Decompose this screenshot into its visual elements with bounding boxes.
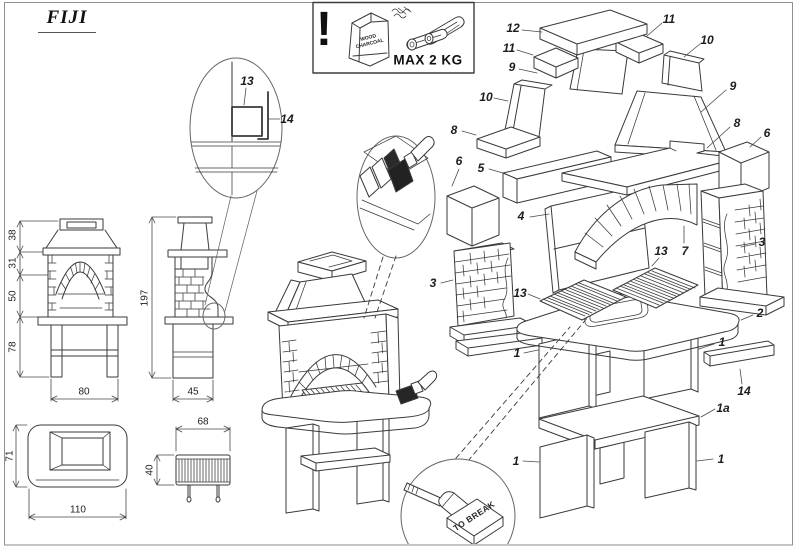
detail-label-14: 14: [280, 112, 294, 126]
glue-detail-callout: [356, 135, 436, 319]
exploded-part-6-left: [446, 185, 500, 247]
side-view-dimensions: [148, 216, 214, 403]
joint-detail-callout: [189, 57, 283, 312]
part-label-13: 13: [654, 244, 668, 258]
part-leader-lines: [440, 22, 762, 463]
break-detail-callout: [400, 316, 589, 544]
part-label-5: 5: [477, 161, 485, 175]
dimension-label-110: 110: [70, 504, 86, 516]
dimension-label-38: 38: [7, 229, 19, 241]
dimension-label-71: 71: [4, 450, 16, 462]
part-label-9: 9: [729, 79, 737, 93]
part-label-11: 11: [662, 12, 676, 26]
exploded-part-14: [703, 340, 775, 367]
part-label-1a: 1a: [716, 401, 730, 415]
top-view: [12, 424, 128, 521]
part-label-12: 12: [506, 21, 520, 35]
exploded-part-9-back: [569, 48, 629, 95]
warning-box: [312, 1, 475, 74]
grate-dimensions: [153, 425, 231, 486]
exploded-part-11-left: [533, 47, 579, 79]
part-label-3: 3: [429, 276, 437, 290]
part-label-1: 1: [512, 454, 520, 468]
part-label-4: 4: [517, 209, 525, 223]
brush-on-table-icon: [395, 370, 438, 405]
exploded-view: [440, 9, 785, 519]
dimension-label-45: 45: [187, 386, 199, 398]
part-label-8: 8: [733, 116, 741, 130]
part-label-2: 2: [756, 306, 764, 320]
part-label-1: 1: [717, 452, 725, 466]
detail-label-13: 13: [240, 74, 254, 88]
charcoal-bag-icon: [348, 6, 412, 67]
break-block: [446, 498, 504, 544]
part-label-14: 14: [737, 384, 751, 398]
part-label-6: 6: [455, 154, 463, 168]
side-view: [148, 216, 234, 403]
part-label-3: 3: [758, 235, 766, 249]
dimension-label-31: 31: [7, 257, 19, 269]
grill-grate-view: [153, 425, 231, 503]
dimension-label-78: 78: [7, 341, 19, 353]
exploded-part-3-right: [699, 183, 785, 316]
warning-exclamation-icon: !: [316, 3, 332, 56]
part-label-13: 13: [513, 286, 527, 300]
part-label-10: 10: [479, 90, 493, 104]
assembled-view: [261, 251, 438, 514]
part-label-1: 1: [513, 346, 521, 360]
exploded-part-8-left: [476, 126, 541, 159]
top-view-dimensions: [12, 424, 127, 521]
exploded-part-7-arch: [574, 183, 698, 270]
page-title: FIJI: [38, 7, 96, 33]
dimension-label-68: 68: [197, 416, 209, 428]
front-view: [16, 218, 128, 403]
exploded-part-1-lower-legs: [539, 421, 697, 519]
exploded-part-3-left: [449, 242, 543, 357]
dimension-label-197: 197: [139, 289, 151, 307]
dimension-label-50: 50: [7, 290, 19, 302]
part-label-6: 6: [763, 126, 771, 140]
part-label-1: 1: [718, 335, 726, 349]
wood-logs-icon: [406, 16, 465, 51]
front-view-dimensions: [16, 220, 119, 403]
part-label-9: 9: [508, 60, 516, 74]
exploded-part-10-right: [661, 50, 705, 92]
part-label-7: 7: [681, 244, 689, 258]
exploded-part-1a-shelf: [538, 395, 700, 485]
max-weight-label: MAX 2 KG: [393, 52, 463, 68]
part-label-10: 10: [700, 33, 714, 47]
glue-brush-icon: [387, 136, 435, 193]
part-label-8: 8: [450, 123, 458, 137]
dimension-label-40: 40: [144, 464, 156, 476]
dimension-label-80: 80: [78, 386, 90, 398]
exploded-part-12: [539, 9, 648, 56]
part-label-11: 11: [502, 41, 516, 55]
exploded-part-13-grates: [539, 267, 699, 321]
